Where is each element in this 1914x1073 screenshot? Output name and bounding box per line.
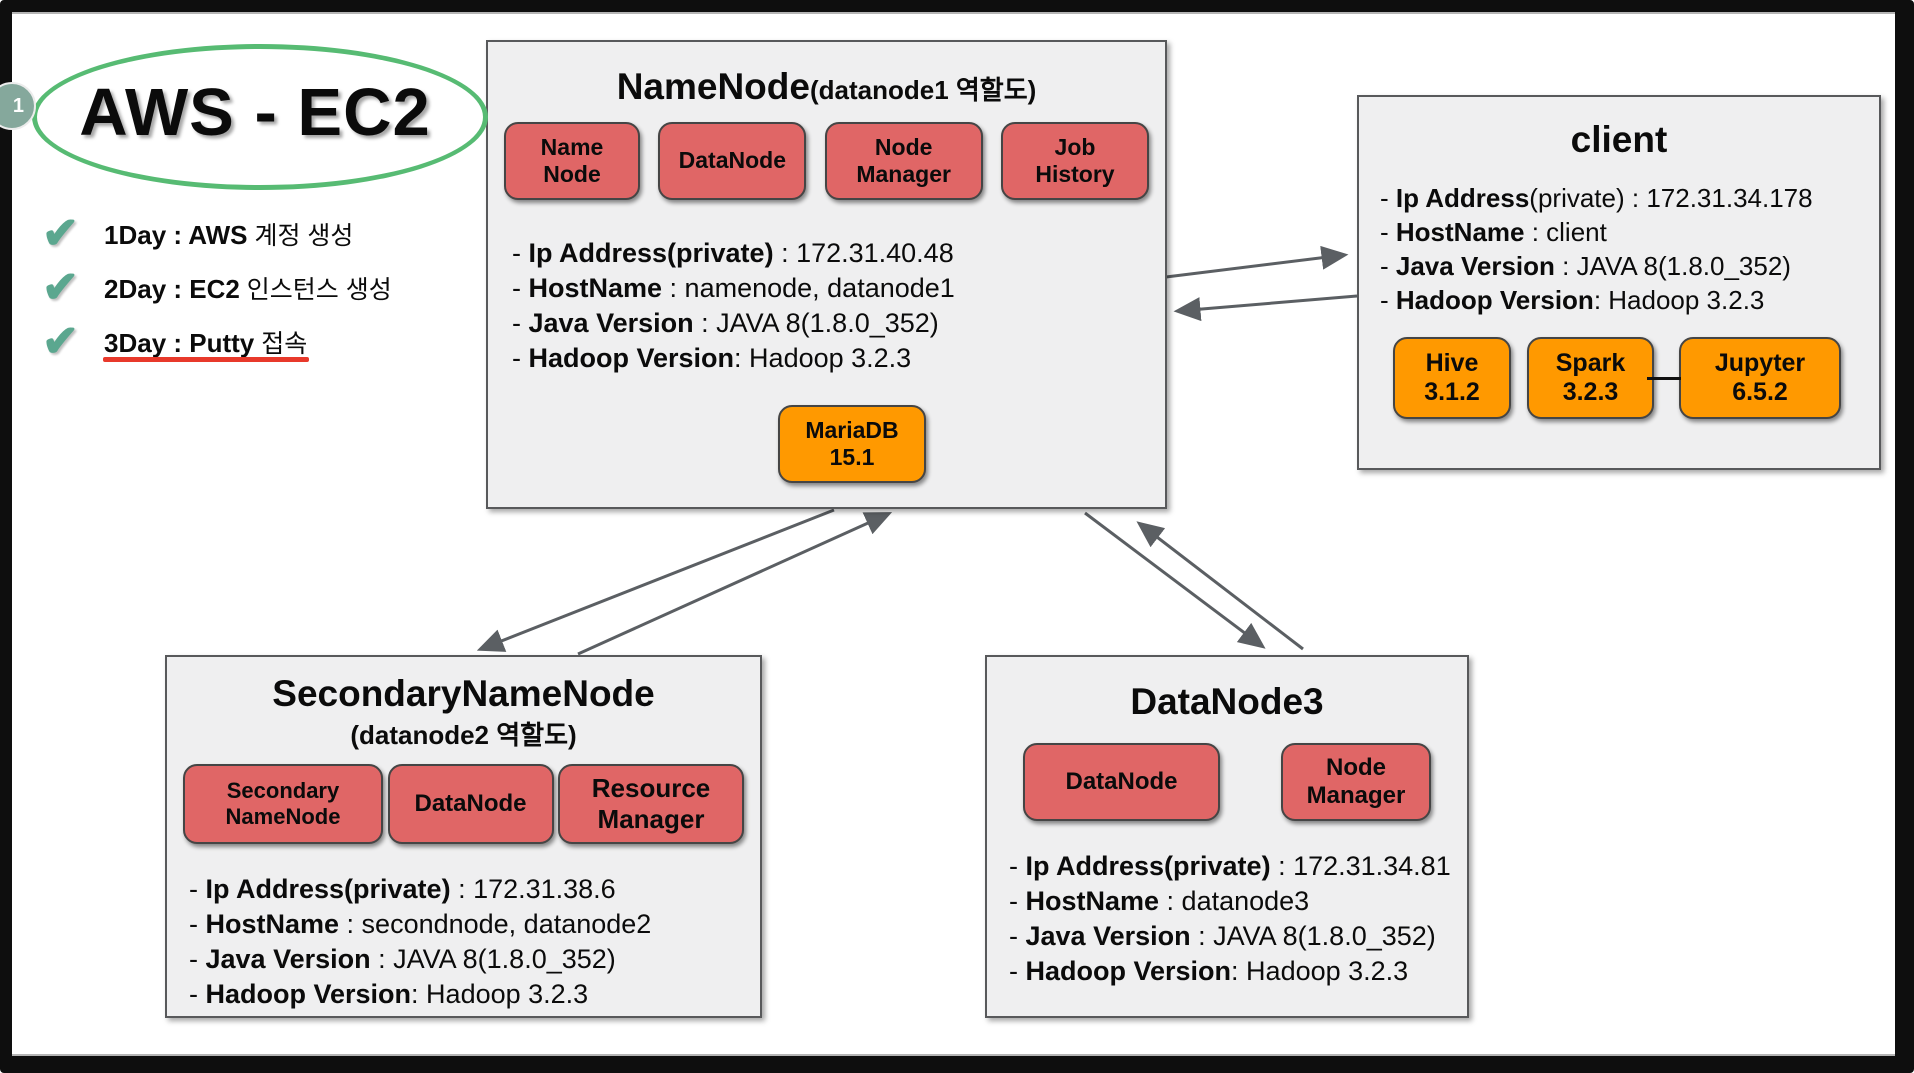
- node-details: - Ip Address(private) : 172.31.34.81 - H…: [1009, 849, 1467, 989]
- detail-line: - HostName : client: [1380, 217, 1607, 247]
- service-chip-resourcemanager: Resource Manager: [558, 764, 744, 844]
- detail-line: - HostName : namenode, datanode1: [512, 273, 955, 303]
- detail-line: - Hadoop Version: Hadoop 3.2.3: [1380, 285, 1765, 315]
- arrow-namenode-to-datanode3: [1084, 511, 1266, 649]
- detail-line: - Java Version : JAVA 8(1.8.0_352): [512, 308, 939, 338]
- detail-line: - Java Version : JAVA 8(1.8.0_352): [1380, 251, 1791, 281]
- node-box-namenode: NameNode(datanode1 역할도) Name Node DataNo…: [486, 40, 1167, 509]
- detail-line: - Ip Address(private) : 172.31.34.178: [1380, 183, 1813, 213]
- service-chip-secondarynamenode: Secondary NameNode: [183, 764, 383, 844]
- node-details: - Ip Address(private) : 172.31.34.178 - …: [1380, 181, 1879, 317]
- node-title: client: [1570, 119, 1668, 160]
- service-chip-datanode: DataNode: [1023, 743, 1220, 821]
- app-chip-mariadb: MariaDB 15.1: [778, 405, 926, 483]
- service-chip-jobhistory: Job History: [1000, 122, 1149, 200]
- app-chip-row: Hive 3.1.2 Spark 3.2.3 Jupyter 6.5.2: [1359, 337, 1879, 419]
- node-title: SecondaryNameNode (datanode2 역할도): [272, 673, 655, 750]
- node-box-client: client - Ip Address(private) : 172.31.34…: [1357, 95, 1881, 470]
- detail-line: - HostName : datanode3: [1009, 886, 1310, 916]
- app-chip-spark: Spark 3.2.3: [1527, 337, 1654, 419]
- node-box-datanode3: DataNode3 DataNode Node Manager - Ip Add…: [985, 655, 1469, 1018]
- service-chip-row: Secondary NameNode DataNode Resource Man…: [167, 764, 760, 844]
- detail-line: - Hadoop Version: Hadoop 3.2.3: [1009, 956, 1409, 986]
- checklist-item-text: 1Day : AWS 계정 생성: [104, 220, 354, 250]
- arrow-namenode-to-secondarynamenode: [476, 508, 835, 652]
- underline-decoration: [103, 357, 309, 362]
- check-icon: ✔: [42, 317, 79, 366]
- detail-line: - Ip Address(private) : 172.31.40.48: [512, 238, 954, 268]
- slide-number-badge: 1: [0, 82, 36, 130]
- node-details: - Ip Address(private) : 172.31.40.48 - H…: [512, 236, 1165, 376]
- title-ellipse-decoration: [32, 44, 488, 190]
- arrow-datanode3-to-namenode: [1136, 521, 1304, 651]
- page-title: AWS - EC2: [79, 74, 431, 150]
- app-chip-jupyter: Jupyter 6.5.2: [1679, 337, 1841, 419]
- checklist-item-2: ✔ 2Day : EC2 인스턴스 생성: [42, 266, 392, 310]
- checklist-item-text: 2Day : EC2 인스턴스 생성: [104, 274, 392, 304]
- service-chip-namenode: Name Node: [504, 122, 640, 200]
- app-chip-hive: Hive 3.1.2: [1393, 337, 1511, 419]
- arrow-client-to-namenode: [1173, 294, 1358, 322]
- detail-line: - Hadoop Version: Hadoop 3.2.3: [189, 979, 589, 1009]
- node-title: NameNode(datanode1 역할도): [616, 66, 1037, 107]
- service-chip-datanode: DataNode: [658, 122, 807, 200]
- check-icon: ✔: [42, 263, 79, 312]
- service-chip-row: Name Node DataNode Node Manager Job Hist…: [488, 122, 1165, 200]
- detail-line: - Hadoop Version: Hadoop 3.2.3: [512, 343, 912, 373]
- detail-line: - Java Version : JAVA 8(1.8.0_352): [1009, 921, 1436, 951]
- node-title: DataNode3: [1130, 681, 1324, 722]
- arrow-secondarynamenode-to-namenode: [577, 512, 893, 656]
- checklist-item-text: 3Day : Putty 접속: [104, 328, 308, 358]
- service-chip-nodemanager: Node Manager: [824, 122, 983, 200]
- spark-jupyter-connector: [1647, 377, 1681, 380]
- detail-line: - HostName : secondnode, datanode2: [189, 909, 652, 939]
- service-chip-datanode: DataNode: [387, 764, 554, 844]
- check-icon: ✔: [42, 209, 79, 258]
- detail-line: - Ip Address(private) : 172.31.34.81: [1009, 851, 1451, 881]
- detail-line: - Ip Address(private) : 172.31.38.6: [189, 874, 616, 904]
- checklist-item-3: ✔ 3Day : Putty 접속: [42, 320, 307, 364]
- arrow-namenode-to-client: [1165, 245, 1349, 279]
- node-box-secondarynamenode: SecondaryNameNode (datanode2 역할도) Second…: [165, 655, 762, 1018]
- service-chip-nodemanager: Node Manager: [1281, 743, 1431, 821]
- service-chip-row: DataNode Node Manager: [987, 743, 1467, 821]
- checklist-item-1: ✔ 1Day : AWS 계정 생성: [42, 212, 353, 256]
- detail-line: - Java Version : JAVA 8(1.8.0_352): [189, 944, 616, 974]
- node-details: - Ip Address(private) : 172.31.38.6 - Ho…: [189, 872, 760, 1012]
